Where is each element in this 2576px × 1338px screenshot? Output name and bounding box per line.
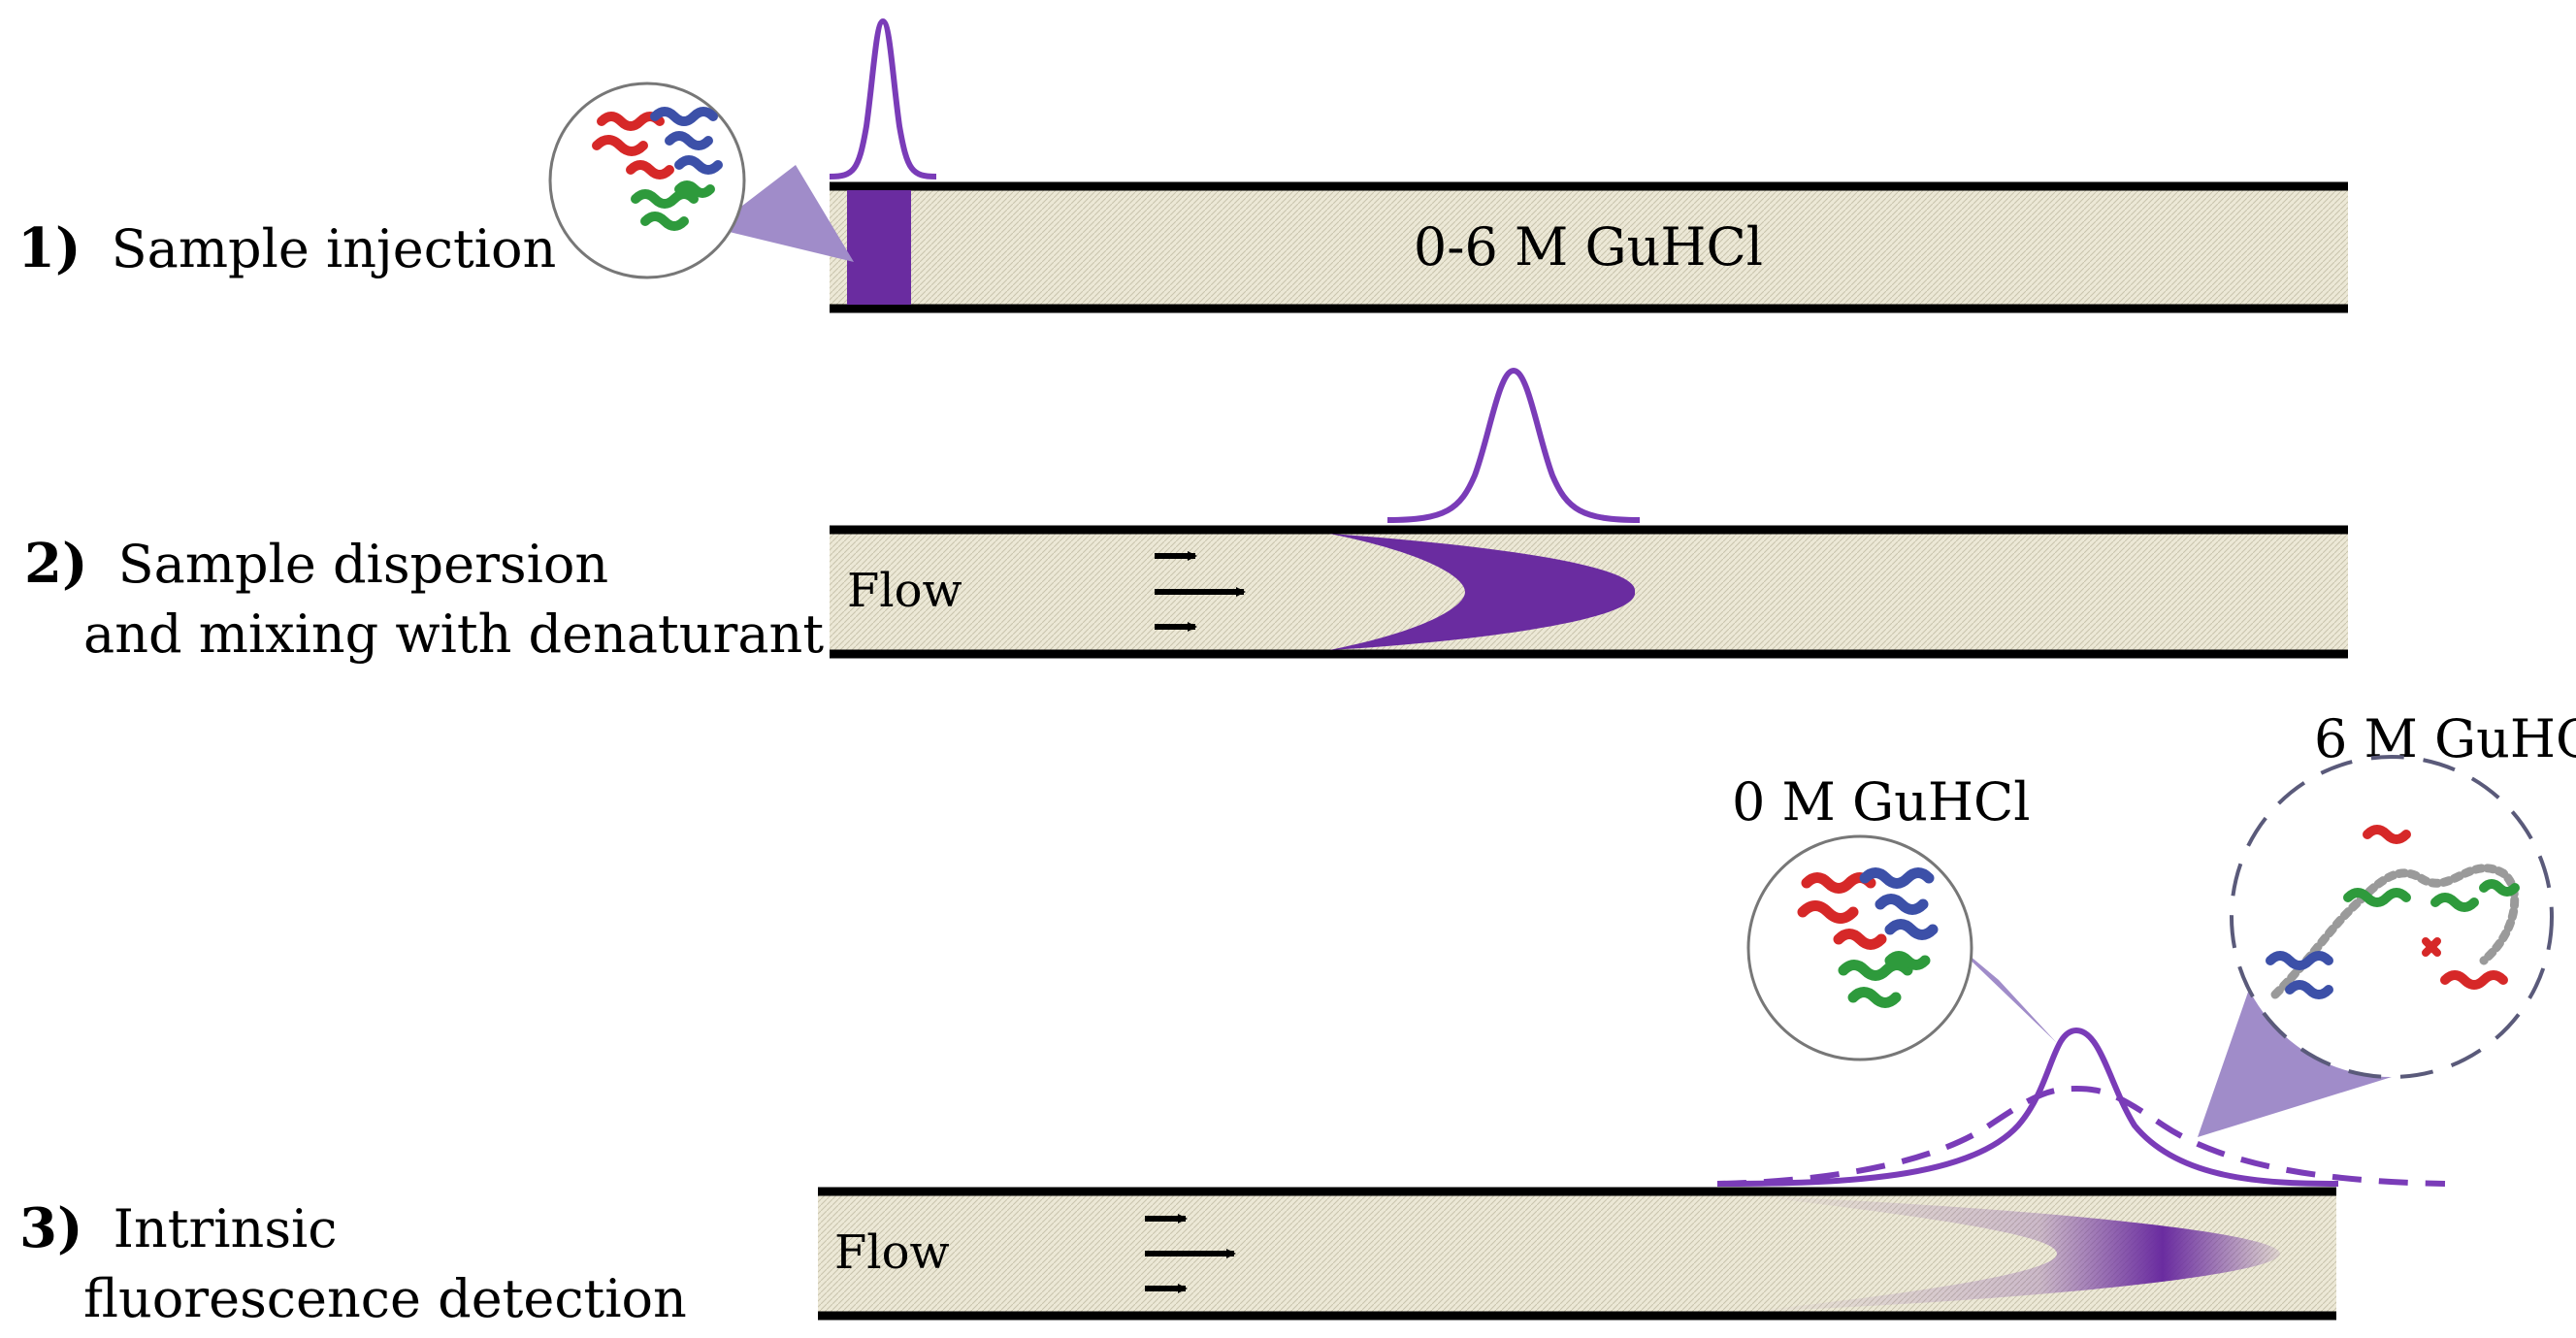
dispersion-peak-curve	[1386, 367, 1641, 523]
step-2-label-line1: 2) Sample dispersion	[24, 532, 608, 596]
folded-protein-icon	[548, 82, 746, 279]
detection-band	[1746, 1195, 2280, 1312]
step-1-label: 1) Sample injection	[17, 216, 556, 280]
step-1-text: Sample injection	[112, 218, 557, 279]
tube-2-flow-label: Flow	[847, 564, 962, 618]
flow-arrows-icon	[1155, 551, 1246, 632]
callout-wedge-1	[713, 165, 854, 262]
tube-2: Flow	[830, 525, 2348, 659]
tube-3-flow-label: Flow	[834, 1225, 950, 1280]
step-2-number: 2)	[24, 532, 87, 596]
protein-bubble-1	[548, 82, 746, 279]
tube-1: 0-6 M GuHCl	[830, 181, 2348, 313]
step-1-number: 1)	[17, 216, 81, 280]
protein-bubble-folded	[1746, 834, 1973, 1061]
callout-wedge-unfolded	[2198, 956, 2392, 1137]
step-3-text-1: Intrinsic	[114, 1198, 338, 1259]
step-2-label-line2: and mixing with denaturant	[83, 604, 824, 665]
sample-plug	[847, 190, 911, 305]
tube-3: Flow	[818, 1187, 2336, 1321]
step-3: 3) Intrinsic fluorescence detection Flow…	[19, 708, 2576, 1329]
folded-label: 0 M GuHCl	[1732, 771, 2031, 832]
step-3-label-line2: fluorescence detection	[83, 1268, 687, 1329]
unfolded-label: 6 M GuHCl	[2314, 708, 2576, 769]
step-1: 1) Sample injection 0-6 M GuHCl	[17, 17, 2348, 313]
folded-protein-icon	[1746, 834, 1973, 1061]
unfolded-protein-icon	[2230, 755, 2554, 1079]
flow-arrows-icon	[1145, 1214, 1236, 1293]
tube-1-label: 0-6 M GuHCl	[1414, 216, 1763, 277]
injection-peak	[829, 17, 937, 179]
folded-peak-curve	[1716, 1027, 2339, 1187]
tube-1-body	[830, 186, 2348, 308]
unfolded-peak-curve	[1716, 1085, 2446, 1187]
step-3-label-line1: 3) Intrinsic	[19, 1196, 338, 1260]
protein-bubble-unfolded	[2230, 755, 2554, 1079]
step-2: 2) Sample dispersion and mixing with den…	[24, 367, 2348, 665]
step-3-number: 3)	[19, 1196, 82, 1260]
step-2-text-1: Sample dispersion	[118, 534, 609, 595]
dispersion-band	[1329, 534, 1636, 650]
